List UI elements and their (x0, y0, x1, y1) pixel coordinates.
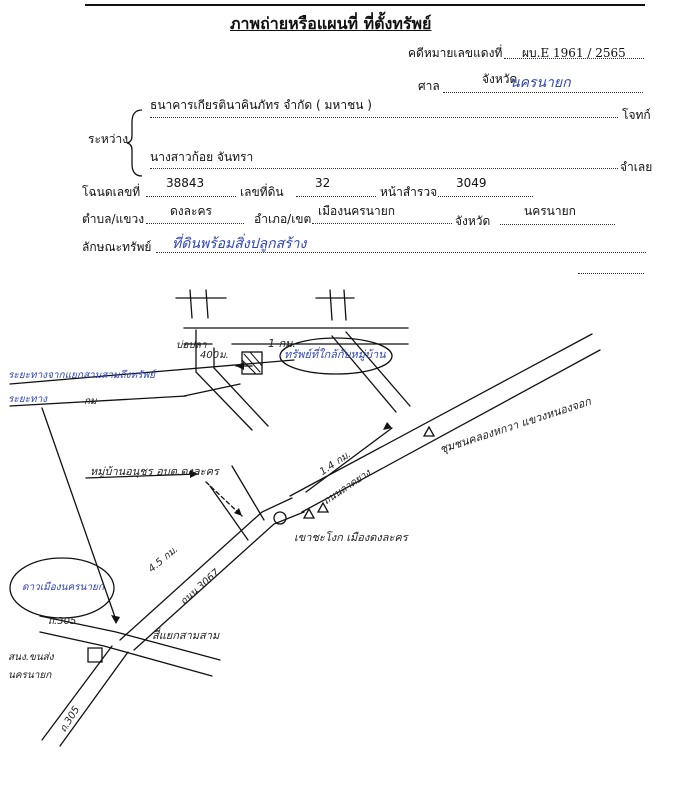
province-label: จังหวัด (455, 214, 491, 228)
map-road-long-2 (301, 349, 601, 513)
map-target-circle (279, 337, 393, 375)
map-arrow-dashed (205, 481, 243, 517)
province-line (500, 224, 615, 225)
case-number-line (504, 58, 644, 59)
map-road-305-a: ถ.305 (48, 616, 77, 627)
map-road-long-1 (289, 333, 593, 497)
map-arrow-village (85, 473, 199, 479)
subdistrict-line (146, 223, 244, 224)
defendant-name: นางสาวก้อย จันทรา (150, 150, 254, 164)
map-road-305-1 (39, 615, 221, 661)
map-marker-triangle-1 (302, 507, 316, 519)
map-pond-label: บ่อปลา (176, 340, 207, 351)
map-left-caption-2: ระยะทาง (8, 394, 48, 405)
land-no-value: 32 (315, 176, 331, 190)
map-office-label-1: สนง.ขนส่ง (8, 652, 54, 663)
map-office-box (87, 647, 103, 663)
map-junction-label: สี่แยกสามสาม (152, 629, 220, 642)
map-road-305-lower-2 (59, 651, 129, 747)
map-distance-400m: 400ม. (200, 350, 229, 361)
district-value: เมืองนครนายก (318, 204, 395, 218)
map-circled-label: ดาวเมืองนครนายก (22, 582, 104, 593)
map-circled-label-ring (9, 557, 115, 619)
court-handwritten: นครนายก (510, 75, 571, 91)
map-road-top-6 (343, 289, 347, 321)
map-road-vertical-left-1 (195, 329, 253, 431)
property-type-line (156, 252, 646, 253)
subdistrict-value: ดงละคร (170, 204, 212, 218)
survey-page-line (438, 196, 533, 197)
extra-line (578, 273, 644, 274)
map-road-vertical-left-2 (213, 347, 269, 427)
map-road-305-2 (39, 631, 213, 677)
top-rule (85, 4, 645, 6)
deed-value: 38843 (166, 176, 205, 190)
map-left-caption-km: กม (84, 396, 97, 407)
land-no-label: เลขที่ดิน (240, 185, 284, 199)
map-road-diag-lower (183, 383, 241, 397)
map-road-3067-1 (119, 497, 293, 641)
map-road-branch-2 (209, 485, 249, 541)
district-label: อำเภอ/เขต (254, 212, 312, 226)
map-left-caption-1: ระยะทางจากแยกสามสามถึงทรัพย์ (8, 370, 155, 381)
case-number-label: คดีหมายเลขแดงที่ (408, 46, 503, 60)
map-marker-triangle-2 (316, 501, 330, 513)
survey-page-label: หน้าสำรวจ (380, 185, 438, 199)
map-arrow-down (41, 407, 117, 621)
map-road-right-1 (345, 331, 411, 407)
plaintiff-role: โจทก์ (622, 108, 651, 122)
court-line (443, 92, 643, 93)
map-road-top-3 (205, 289, 209, 319)
map-road-top-2 (189, 289, 193, 319)
map-road-3067-2 (133, 511, 305, 651)
district-line (312, 223, 452, 224)
court-label: ศาล (418, 79, 440, 93)
property-type-label: ลักษณะทรัพย์ (82, 240, 152, 254)
map-road-top-5 (329, 289, 333, 321)
map-road-branch-1 (231, 465, 265, 521)
property-type-value: ที่ดินพร้อมสิ่งปลูกสร้าง (172, 236, 307, 252)
document-title: ภาพถ่ายหรือแผนที่ ที่ตั้งทรัพย์ (230, 14, 432, 33)
defendant-role: จำเลย (620, 160, 653, 174)
province-value: นครนายก (524, 204, 576, 218)
map-marker-triangle-3 (422, 425, 436, 437)
between-label: ระหว่าง (88, 132, 129, 146)
plaintiff-name: ธนาคารเกียรตินาคินภัทร จำกัด ( มหาชน ) (150, 98, 372, 112)
map-office-label-2: นครนายก (8, 670, 52, 681)
map-arrow-14km (305, 427, 393, 493)
deed-label: โฉนดเลขที่ (82, 185, 141, 199)
subdistrict-label: ตำบล/แขวง (82, 212, 145, 226)
case-number-value: ผบ.E 1961 / 2565 (522, 46, 626, 60)
map-village-label: หมู่บ้านอนุชร อบต.ดงละคร (90, 465, 219, 478)
map-arrow-left-2 (9, 395, 187, 407)
between-brace (126, 109, 143, 177)
land-no-line (296, 196, 376, 197)
map-scale-note: 1 กม. (268, 337, 296, 350)
map-road-right-2 (331, 335, 397, 413)
court-prefix: จังหวัด (482, 72, 518, 86)
map-target-label: ทรัพย์ที่ใกล้กับหมู่บ้าน (284, 348, 386, 361)
map-temple-label: เขาชะโงก เมืองดงละคร (294, 531, 408, 544)
survey-page-value: 3049 (456, 176, 487, 190)
map-junction-marker (273, 511, 287, 525)
defendant-line (150, 168, 618, 169)
deed-line (146, 196, 236, 197)
plaintiff-line (150, 117, 618, 118)
